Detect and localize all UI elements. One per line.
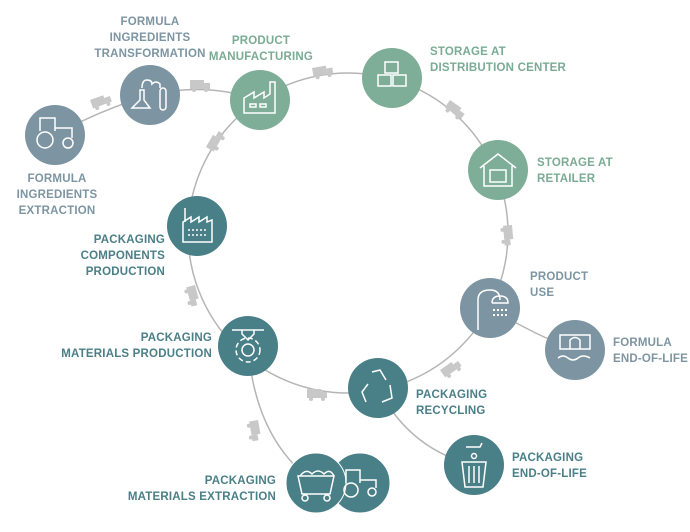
label-line: STORAGE AT: [537, 157, 613, 169]
truck-icon: [246, 420, 261, 442]
label-line: END-OF-LIFE: [512, 468, 588, 480]
label-formula-eol: FORMULA END-OF-LIFE: [613, 335, 688, 367]
wastewater-icon: [557, 334, 591, 361]
stage-node-formula-transformation: [120, 65, 180, 125]
shower-icon: [477, 289, 509, 330]
truck-icon: [190, 80, 210, 92]
label-packaging-components-production: PACKAGING COMPONENTS PRODUCTION: [81, 232, 165, 280]
tractor-icon: [36, 117, 74, 149]
stage-node-formula-eol: [545, 320, 605, 380]
lab-flask-icon: [130, 79, 167, 111]
boxes-icon: [377, 61, 407, 87]
truck-icon: [90, 95, 112, 111]
label-line: PACKAGING: [93, 234, 165, 246]
label-line: STORAGE AT: [430, 46, 506, 58]
label-line: RECYCLING: [416, 405, 486, 417]
truck-icon: [184, 285, 199, 307]
label-line: FORMULA: [120, 16, 180, 28]
stage-node-product-manufacturing: [230, 70, 290, 130]
warehouse-icon: [479, 153, 517, 187]
label-storage-retailer: STORAGE AT RETAILER: [537, 155, 613, 187]
label-line: PRODUCT: [231, 35, 291, 47]
label-line: PACKAGING: [512, 452, 584, 464]
label-line: COMPONENTS: [80, 250, 165, 262]
label-line: END-OF-LIFE: [613, 353, 689, 365]
stage-node-packaging-components-production: [167, 196, 227, 256]
label-formula-extraction: FORMULA INGREDIENTS EXTRACTION: [17, 171, 98, 219]
trash-bin-icon: [461, 442, 487, 488]
label-line: PACKAGING: [416, 389, 488, 401]
label-packaging-materials-production: PACKAGING MATERIALS PRODUCTION: [61, 330, 212, 362]
stage-node-storage-retailer: [468, 140, 528, 200]
factory-icon: [182, 208, 213, 243]
stage-node-formula-extraction: [25, 105, 85, 165]
label-line: PRODUCT: [530, 271, 589, 283]
label-line: MATERIALS PRODUCTION: [61, 348, 212, 360]
label-line: INGREDIENTS: [109, 32, 191, 44]
tractor-icon: [343, 469, 377, 498]
stage-node-packaging-eol: [444, 435, 504, 495]
truck-icon: [440, 360, 462, 378]
recycle-icon: [361, 369, 393, 403]
label-line: INGREDIENTS: [16, 189, 98, 201]
factory-icon: [243, 81, 276, 114]
stage-node-product-use: [460, 278, 520, 338]
label-line: PACKAGING: [204, 475, 276, 487]
truck-icon: [444, 100, 465, 120]
label-storage-distribution: STORAGE AT DISTRIBUTION CENTER: [430, 44, 566, 76]
label-line: RETAILER: [537, 173, 596, 185]
label-packaging-eol: PACKAGING END-OF-LIFE: [512, 450, 587, 482]
label-line: PACKAGING: [140, 332, 212, 344]
stage-node-packaging-recycling: [348, 358, 408, 418]
label-line: MATERIALS EXTRACTION: [127, 491, 276, 503]
truck-icon: [312, 65, 334, 80]
label-product-use: PRODUCT USE: [530, 269, 588, 301]
truck-icon: [206, 131, 225, 152]
label-packaging-recycling: PACKAGING RECYCLING: [416, 387, 487, 419]
truck-icon: [307, 389, 327, 401]
label-line: TRANSFORMATION: [94, 48, 206, 60]
truck-icon: [500, 225, 514, 246]
label-line: EXTRACTION: [18, 205, 96, 217]
label-line: PRODUCTION: [85, 266, 165, 278]
stage-node-packaging-materials-production: [218, 316, 278, 376]
mine-cart-icon: [297, 470, 335, 502]
gear-extruder-icon: [232, 329, 264, 363]
label-line: FORMULA: [27, 173, 87, 185]
stage-node-packaging-materials-extraction: [285, 452, 391, 514]
label-packaging-materials-extraction: PACKAGING MATERIALS EXTRACTION: [128, 473, 276, 505]
label-line: DISTRIBUTION CENTER: [430, 62, 567, 74]
label-product-manufacturing: PRODUCT MANUFACTURING: [209, 33, 313, 65]
label-formula-transformation: FORMULA INGREDIENTS TRANSFORMATION: [94, 14, 205, 62]
transport-trucks: [90, 65, 514, 442]
stage-node-storage-distribution: [362, 48, 422, 108]
label-line: MANUFACTURING: [208, 51, 314, 63]
label-line: FORMULA: [613, 337, 672, 349]
label-line: USE: [530, 287, 555, 299]
